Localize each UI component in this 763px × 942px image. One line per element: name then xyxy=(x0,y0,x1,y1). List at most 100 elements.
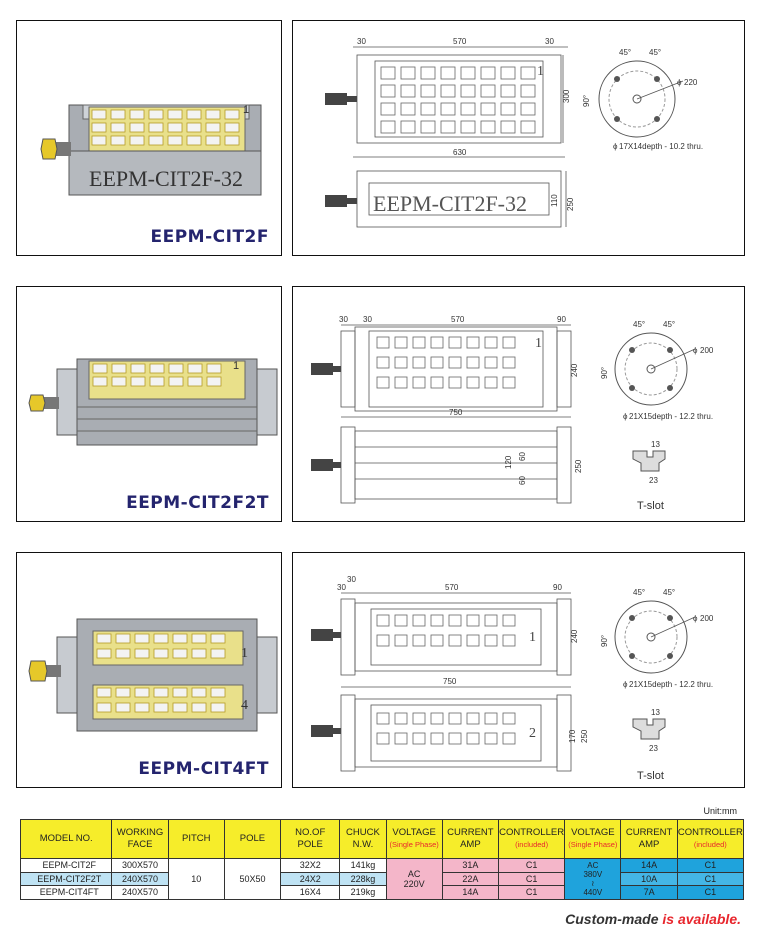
svg-text:90°: 90° xyxy=(600,367,609,379)
svg-text:30: 30 xyxy=(357,37,366,46)
svg-text:1: 1 xyxy=(241,646,248,661)
cell-amp-1: 22A xyxy=(441,871,500,886)
svg-text:250: 250 xyxy=(580,729,589,743)
cell-controller-2: C1 xyxy=(676,858,745,873)
svg-text:750: 750 xyxy=(443,677,457,686)
svg-text:23: 23 xyxy=(649,476,658,485)
svg-text:240: 240 xyxy=(570,629,579,643)
svg-text:60: 60 xyxy=(518,452,527,461)
product-photo-cit2f2t: 1 xyxy=(28,358,278,446)
photo-panel-cit2f: 1 EEPM-CIT2F-32 EEPM-CIT2F xyxy=(16,20,282,256)
svg-text:90: 90 xyxy=(557,315,566,324)
svg-text:45°: 45° xyxy=(663,588,675,597)
svg-text:EEPM-CIT2F-32: EEPM-CIT2F-32 xyxy=(89,166,243,191)
svg-text:ϕ: ϕ xyxy=(623,680,628,689)
cell-amp-1: 14A xyxy=(441,885,500,900)
cell-chuck: 141kg xyxy=(339,858,387,873)
svg-text:ϕ: ϕ xyxy=(693,614,698,623)
product-photo-cit4ft: 1 4 xyxy=(28,618,278,732)
svg-text:90: 90 xyxy=(553,583,562,592)
table-row: EEPM-CIT2F2T 240X570 24X2 228kg 22A C1 1… xyxy=(19,871,745,886)
svg-text:ϕ: ϕ xyxy=(693,346,698,355)
svg-text:570: 570 xyxy=(451,315,465,324)
svg-text:200: 200 xyxy=(700,614,714,623)
cell-no-of-pole: 24X2 xyxy=(280,871,341,886)
custom-made-note: Custom-made is available. xyxy=(565,911,741,927)
photo-panel-cit2f2t: 1 EEPM-CIT2F2T xyxy=(16,286,282,522)
svg-text:1: 1 xyxy=(243,104,249,116)
svg-text:300: 300 xyxy=(562,89,571,103)
cell-face: 240X570 xyxy=(111,871,169,886)
header-voltage-2: VOLTAGE(Single Phase) xyxy=(564,819,622,859)
svg-text:2: 2 xyxy=(529,726,536,741)
header-voltage-1: VOLTAGE(Single Phase) xyxy=(385,819,443,859)
cell-model: EEPM-CIT4FT xyxy=(19,885,113,900)
svg-text:630: 630 xyxy=(453,148,467,157)
svg-text:T-slot: T-slot xyxy=(637,770,664,782)
svg-text:21X15depth - 12.2 thru.: 21X15depth - 12.2 thru. xyxy=(629,412,713,421)
svg-text:ϕ: ϕ xyxy=(677,78,682,87)
svg-text:45°: 45° xyxy=(649,48,661,57)
unit-label: Unit:mm xyxy=(703,806,738,816)
header-pitch: PITCH xyxy=(167,819,225,859)
cell-model: EEPM-CIT2F xyxy=(19,858,113,873)
cell-controller-1: C1 xyxy=(497,858,566,873)
cell-amp-1: 31A xyxy=(441,858,500,873)
svg-text:570: 570 xyxy=(453,37,467,46)
svg-text:240: 240 xyxy=(570,363,579,377)
svg-text:120: 120 xyxy=(504,455,513,469)
cell-pole: 50X50 xyxy=(223,858,282,900)
svg-text:45°: 45° xyxy=(633,320,645,329)
svg-text:17X14depth - 10.2 thru.: 17X14depth - 10.2 thru. xyxy=(619,142,703,151)
photo-label: EEPM-CIT2F2T xyxy=(126,493,269,513)
cell-model: EEPM-CIT2F2T xyxy=(19,871,113,886)
drawing-panel-cit2f: 30 570 30 300 630 1 EEPM-CIT2F-32 110 25… xyxy=(292,20,745,256)
svg-text:250: 250 xyxy=(566,197,575,211)
cell-controller-2: C1 xyxy=(676,885,745,900)
svg-text:45°: 45° xyxy=(663,320,675,329)
photo-panel-cit4ft: 1 4 EEPM-CIT4FT xyxy=(16,552,282,788)
svg-text:250: 250 xyxy=(574,459,583,473)
cell-chuck: 228kg xyxy=(339,871,387,886)
svg-text:21X15depth - 12.2 thru.: 21X15depth - 12.2 thru. xyxy=(629,680,713,689)
technical-drawing-cit4ft: 30 30 570 90 240 750 1 2 170 250 45° 45°… xyxy=(311,575,714,782)
svg-text:1: 1 xyxy=(537,64,544,79)
svg-text:1: 1 xyxy=(529,630,536,645)
technical-drawing-cit2f2t: 30 30 570 90 240 750 1 120 60 60 250 45°… xyxy=(311,315,714,512)
table-row: EEPM-CIT4FT 240X570 16X4 219kg 14A C1 7A… xyxy=(19,885,745,900)
cell-amp-2: 10A xyxy=(620,871,678,886)
cell-pitch: 10 xyxy=(167,858,225,900)
technical-drawing-cit2f: 30 570 30 300 630 1 EEPM-CIT2F-32 110 25… xyxy=(325,37,703,228)
svg-text:750: 750 xyxy=(449,408,463,417)
svg-text:EEPM-CIT2F-32: EEPM-CIT2F-32 xyxy=(373,191,527,216)
cell-face: 240X570 xyxy=(111,885,169,900)
cell-controller-2: C1 xyxy=(676,871,745,886)
cell-face: 300X570 xyxy=(111,858,169,873)
product-photo-cit2f: 1 EEPM-CIT2F-32 xyxy=(40,104,262,196)
cell-controller-1: C1 xyxy=(497,885,566,900)
svg-text:ϕ: ϕ xyxy=(623,412,628,421)
svg-text:110: 110 xyxy=(550,194,559,207)
photo-label: EEPM-CIT2F xyxy=(150,227,269,247)
svg-text:1: 1 xyxy=(535,336,542,351)
svg-text:200: 200 xyxy=(700,346,714,355)
svg-text:570: 570 xyxy=(445,583,459,592)
header-model: MODEL NO. xyxy=(19,819,113,859)
drawing-panel-cit4ft: 30 30 570 90 240 750 1 2 170 250 45° 45°… xyxy=(292,552,745,788)
svg-text:T-slot: T-slot xyxy=(637,500,664,512)
cell-amp-2: 14A xyxy=(620,858,678,873)
svg-text:30: 30 xyxy=(337,583,346,592)
svg-text:23: 23 xyxy=(649,744,658,753)
svg-text:220: 220 xyxy=(684,78,698,87)
svg-text:13: 13 xyxy=(651,440,660,449)
svg-text:30: 30 xyxy=(347,575,356,584)
cell-no-of-pole: 16X4 xyxy=(280,885,341,900)
table-row: EEPM-CIT2F 300X570 10 50X50 32X2 141kg A… xyxy=(19,858,745,900)
